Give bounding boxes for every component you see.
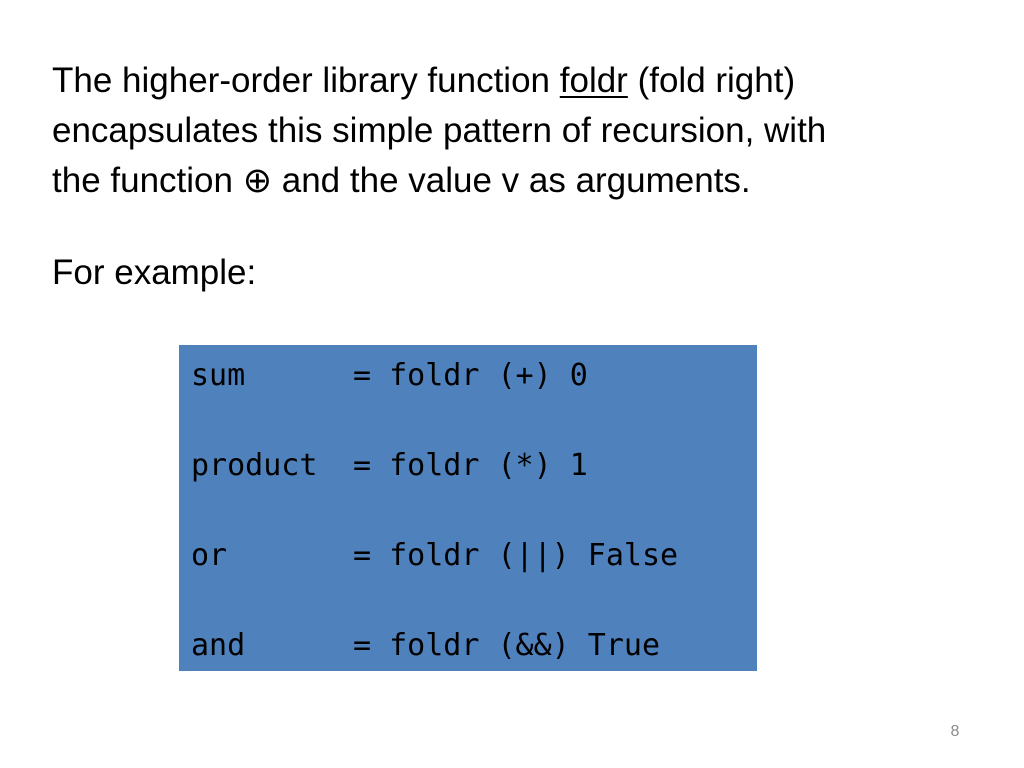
intro-line-1-after: (fold right)	[627, 61, 796, 100]
code-spacer	[191, 398, 757, 443]
code-block: sum = foldr (+) 0 product = foldr (*) 1 or…	[179, 345, 757, 671]
intro-line-3: the function ⊕ and the value v as argume…	[52, 156, 992, 206]
intro-line-1: The higher-order library function foldr …	[52, 56, 992, 106]
foldr-term: foldr	[559, 61, 628, 100]
code-definition: = foldr (||) False	[353, 538, 679, 573]
code-line-product: product = foldr (*) 1	[191, 443, 757, 488]
code-definition: = foldr (*) 1	[353, 448, 588, 483]
example-label: For example:	[52, 253, 257, 292]
code-name: sum	[191, 358, 246, 393]
code-name: and	[191, 628, 246, 663]
oplus-symbol: ⊕	[242, 161, 273, 200]
intro-line-3-before: the function	[52, 161, 243, 200]
intro-line-3-after: and the value v as arguments.	[272, 161, 751, 200]
code-line-sum: sum = foldr (+) 0	[191, 353, 757, 398]
code-name: or	[191, 538, 228, 573]
code-spacer	[191, 578, 757, 623]
code-line-or: or = foldr (||) False	[191, 533, 757, 578]
intro-line-1-before: The higher-order library function	[52, 61, 560, 100]
code-definition: = foldr (+) 0	[353, 358, 588, 393]
code-name: product	[191, 448, 318, 483]
code-spacer	[191, 488, 757, 533]
intro-paragraph: The higher-order library function foldr …	[52, 56, 992, 206]
intro-line-2: encapsulates this simple pattern of recu…	[52, 111, 827, 150]
code-line-and: and = foldr (&&) True	[191, 623, 757, 668]
page-number: 8	[950, 723, 960, 740]
code-definition: = foldr (&&) True	[353, 628, 661, 663]
